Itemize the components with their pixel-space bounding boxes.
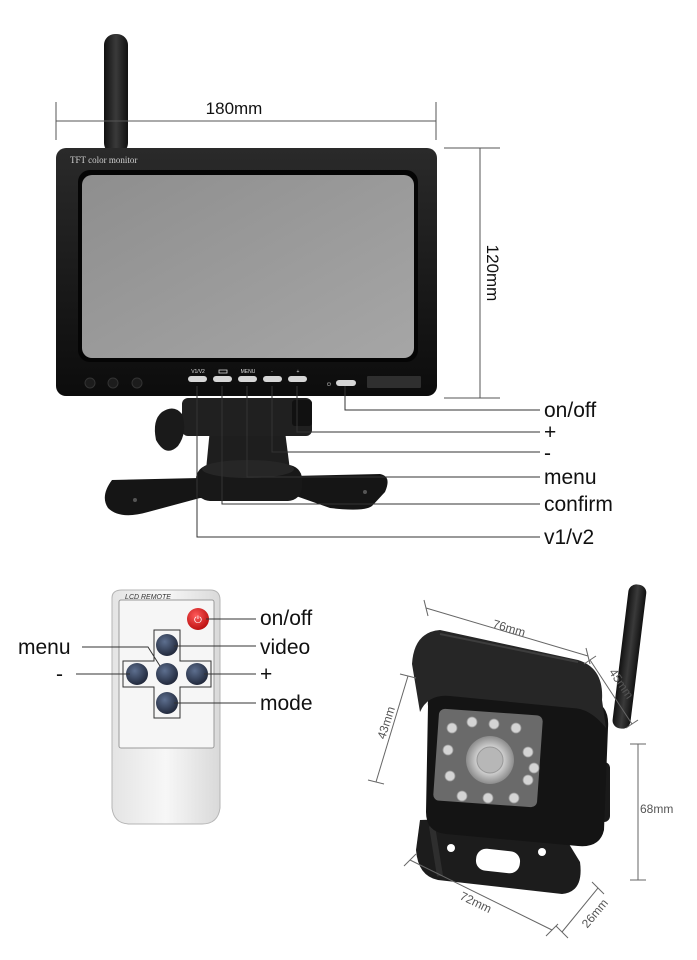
camera-dim-width-top: 76mm bbox=[491, 617, 527, 640]
power-icon: ⏻ bbox=[327, 382, 331, 388]
monitor-callout-lines bbox=[196, 386, 540, 538]
remote-dpad-outline bbox=[122, 629, 212, 719]
camera-sun-hood bbox=[412, 630, 606, 728]
plus-button[interactable] bbox=[288, 376, 307, 382]
remote-callout-menu: menu bbox=[18, 636, 71, 659]
callout-on-off: on/off bbox=[544, 399, 596, 422]
width-dim-label: 180mm bbox=[206, 99, 263, 118]
monitor: 180mm 120mm TFT color monitor V1/V2 M bbox=[55, 34, 613, 549]
remote-callout-labels: on/off video + mode menu - bbox=[18, 607, 313, 715]
height-dim-label: 120mm bbox=[483, 245, 502, 302]
mount-knob-icon bbox=[154, 408, 185, 451]
remote-minus-button[interactable] bbox=[126, 663, 148, 685]
monitor-antenna bbox=[104, 34, 128, 154]
remote-power-button[interactable] bbox=[187, 608, 209, 630]
v1v2-button[interactable] bbox=[188, 376, 207, 382]
callout-confirm: confirm bbox=[544, 493, 613, 516]
button-label-plus: + bbox=[297, 369, 300, 375]
width-dimension: 180mm bbox=[55, 99, 437, 140]
remote-plus-button[interactable] bbox=[186, 663, 208, 685]
remote-callout-mode: mode bbox=[260, 692, 313, 715]
monitor-screen bbox=[82, 175, 414, 358]
remote-callout-video: video bbox=[260, 636, 310, 659]
remote-callout-plus: + bbox=[260, 663, 272, 686]
camera-dim-height-total: 68mm bbox=[640, 802, 673, 816]
power-icon: ⏻ bbox=[194, 615, 202, 626]
confirm-button[interactable] bbox=[213, 376, 232, 382]
remote-title: LCD REMOTE bbox=[125, 594, 171, 601]
ir-sensor-window bbox=[367, 376, 421, 388]
menu-button[interactable] bbox=[238, 376, 257, 382]
remote-control: LCD REMOTE ⏻ on/off video + mode menu - bbox=[18, 589, 313, 825]
minus-button[interactable] bbox=[263, 376, 282, 382]
remote-callout-on-off: on/off bbox=[260, 607, 312, 630]
callout-plus: + bbox=[544, 421, 556, 444]
camera-dim-depth-bottom: 26mm bbox=[579, 896, 611, 931]
callout-menu: menu bbox=[544, 466, 597, 489]
camera: 76mm 45mm 43mm 68mm 72mm 26mm bbox=[367, 584, 673, 939]
camera-dimension-lines bbox=[367, 599, 646, 939]
monitor-button-row: V1/V2 MENU - + ⏻ bbox=[188, 369, 421, 388]
remote-callout-minus: - bbox=[56, 663, 63, 686]
callout-minus: - bbox=[544, 442, 551, 465]
confirm-icon bbox=[218, 369, 228, 374]
button-label-menu: MENU bbox=[241, 369, 256, 375]
remote-video-button[interactable] bbox=[156, 634, 178, 656]
button-label-v1v2: V1/V2 bbox=[191, 369, 205, 375]
monitor-brand-label: TFT color monitor bbox=[70, 155, 137, 165]
remote-menu-button[interactable] bbox=[156, 663, 178, 685]
button-label-minus: - bbox=[271, 369, 273, 375]
camera-ir-leds bbox=[442, 716, 540, 804]
remote-mode-button[interactable] bbox=[156, 692, 178, 714]
callout-v1v2: v1/v2 bbox=[544, 526, 594, 549]
height-dimension: 120mm bbox=[444, 147, 502, 399]
camera-dim-height-face: 43mm bbox=[374, 705, 398, 741]
camera-antenna bbox=[612, 584, 647, 729]
power-button[interactable] bbox=[336, 380, 356, 386]
monitor-callout-labels: on/off + - menu confirm v1/v2 bbox=[544, 399, 613, 549]
remote-callout-lines bbox=[76, 618, 256, 704]
